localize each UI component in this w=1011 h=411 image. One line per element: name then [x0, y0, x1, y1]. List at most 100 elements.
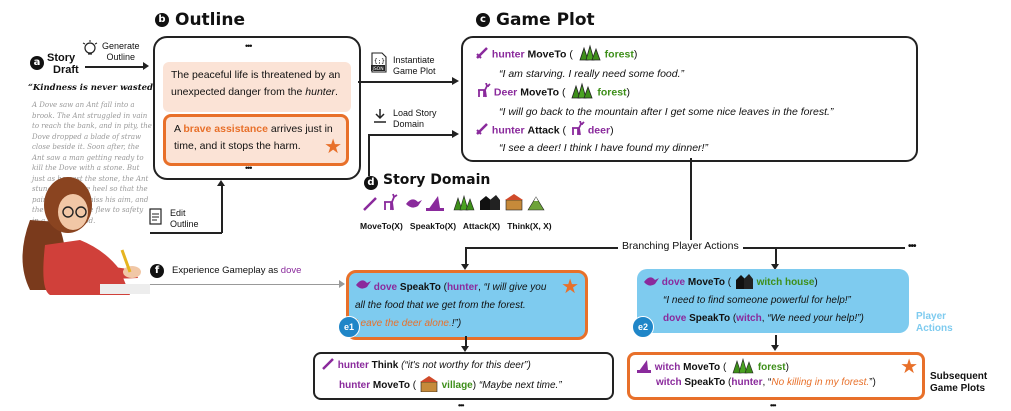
outline-item-2: A brave assistance arrives just in time,…: [163, 114, 349, 166]
sword-icon: [475, 46, 489, 63]
outline-item1-text: The peaceful life is threatened by an un…: [171, 69, 341, 98]
right-action-1: MoveTo: [687, 277, 725, 289]
mountain-icon: [527, 196, 545, 211]
sword-icon: [363, 197, 377, 211]
generate-arrowhead: [143, 62, 149, 70]
outline-item2-post: arrives just in time, and it stops the h…: [174, 123, 333, 152]
left-down-arrowhead: [461, 346, 469, 352]
right-line-2: dove SpeakTo (witch, “We need your help!…: [663, 313, 864, 324]
generate-line2: Outline: [106, 52, 136, 62]
sub-right-target-1: forest: [757, 362, 786, 374]
row3-quote: “I see a deer! I think I have found my d…: [499, 142, 708, 154]
story-domain-actions: MoveTo(X) SpeakTo(X) Attack(X) Think(X, …: [360, 221, 552, 231]
subsequent-line2: Game Plots: [930, 383, 986, 394]
left-down-line: [465, 336, 467, 348]
sword-icon: [321, 357, 335, 374]
label-d: d: [364, 176, 378, 190]
right-actor-2: dove: [663, 313, 687, 324]
story-draft-title: Story Draft: [47, 52, 79, 76]
sub-right-actor-2: witch: [656, 377, 682, 388]
action-speakto: SpeakTo(X): [409, 221, 457, 231]
load-domain-label: Load Story Domain: [393, 108, 437, 130]
sub-right-line-1: witch MoveTo ( forest): [636, 357, 789, 377]
story-domain-heading: Story Domain: [383, 172, 491, 188]
right-action-2: SpeakTo: [689, 313, 731, 324]
witch-hat-icon: [426, 196, 444, 211]
outline-dots-top: •••: [245, 41, 253, 51]
sub-right-quote-highlight: No killing in my forest.: [771, 377, 870, 388]
subsequent-left: hunter Think (“it's not worthy for this …: [313, 352, 614, 400]
instantiate-arrowhead: [452, 77, 459, 85]
sword-icon: [475, 122, 489, 139]
action-think: Think(X, X): [507, 221, 552, 231]
edit-outline-label: Edit Outline: [170, 208, 199, 230]
row3-action: Attack: [527, 124, 560, 137]
story-domain-icons: [360, 192, 550, 214]
experience-arrow: [150, 284, 340, 286]
subsequent-line1: Subsequent: [930, 371, 988, 382]
left-action: SpeakTo: [399, 282, 441, 294]
label-a: a: [30, 56, 44, 70]
writer-illustration: [22, 177, 150, 295]
witch-house-icon: [480, 195, 500, 210]
outline-item1-hunter: hunter: [305, 86, 336, 98]
outline-item2-pre: A: [174, 123, 184, 135]
row3-actor: hunter: [491, 124, 525, 137]
player-action-left: dove SpeakTo (hunter, “I will give you a…: [346, 270, 588, 340]
sub-right-action-2: SpeakTo: [684, 377, 726, 388]
deer-icon: [569, 120, 585, 140]
sub-right-quote-end: ”): [869, 377, 876, 388]
subsequent-label: Subsequent Game Plots: [930, 371, 987, 395]
branch-right-drop: [775, 247, 777, 267]
right-target-2: witch: [736, 313, 762, 324]
player-action-left-text: dove SpeakTo (hunter, “I will give you a…: [355, 278, 555, 333]
sub-left-actor-1: hunter: [337, 360, 369, 372]
experience-text: Experience Gameplay as: [172, 265, 281, 276]
download-icon: [374, 109, 386, 123]
story-title-line2: Draft: [53, 64, 79, 76]
bulb-icon: [82, 40, 98, 55]
instantiate-label: Instantiate Game Plot: [393, 55, 436, 77]
outline-dots-bottom: •••: [245, 163, 253, 173]
experience-role: dove: [280, 265, 302, 276]
left-target: hunter: [446, 282, 479, 294]
generate-outline-label: Generate Outline: [102, 41, 140, 63]
right-quote-2: “We need your help!”): [767, 313, 864, 324]
generate-arrow: [85, 66, 145, 68]
load-domain-line1: Load Story: [393, 108, 437, 118]
game-plot-row-3: hunter Attack ( deer): [475, 120, 614, 140]
sub-left-action-2: MoveTo: [372, 380, 410, 392]
deer-icon: [384, 193, 398, 211]
sub-left-quote-2: “Maybe next time.”: [478, 380, 562, 392]
generate-line1: Generate: [102, 41, 140, 51]
sub-left-actor-2: hunter: [339, 380, 371, 392]
edit-outline-line-h: [150, 232, 222, 234]
story-moral: “Kindness is never wasted”: [28, 83, 158, 93]
star-icon: ★: [561, 276, 579, 298]
badge-e2: e2: [632, 316, 654, 338]
forest-icon: [576, 44, 602, 65]
game-plot-row-1: hunter MoveTo ( forest): [475, 44, 637, 65]
row2-quote: “I will go back to the mountain after I …: [499, 106, 834, 118]
row1-quote: “I am starving. I really need some food.…: [499, 68, 684, 80]
svg-text:{;}: {;}: [374, 58, 385, 65]
instantiate-line1: Instantiate: [393, 55, 435, 65]
load-domain-arrowhead: [452, 130, 459, 138]
branching-label: Branching Player Actions: [618, 240, 743, 252]
action-attack: Attack(X): [462, 221, 501, 231]
row2-target: forest: [597, 86, 627, 99]
sub-right-action-1: MoveTo: [683, 362, 721, 374]
outline-heading: Outline: [175, 10, 245, 30]
deer-icon: [475, 82, 491, 102]
left-quote-highlight: Leave the deer alone.: [355, 318, 452, 330]
forest-icon: [568, 82, 594, 103]
row1-actor: hunter: [491, 48, 525, 61]
json-file-icon: {;} JSON: [371, 52, 387, 73]
outline-item2-highlight: brave assistance: [183, 123, 268, 135]
village-icon: [505, 194, 523, 211]
story-title-line1: Story: [47, 52, 76, 64]
sub-right-line-2: witch SpeakTo (hunter, “No killing in my…: [656, 377, 876, 388]
action-moveto: MoveTo(X): [360, 221, 403, 231]
right-target-1: witch house: [756, 277, 815, 289]
player-actions-line1: Player: [916, 311, 947, 322]
